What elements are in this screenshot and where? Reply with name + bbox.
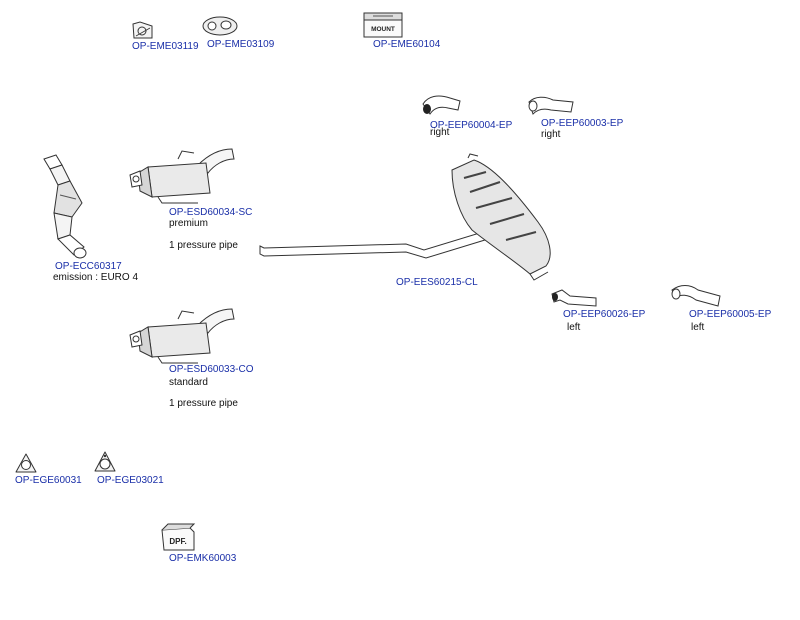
- side-note-eep60003: right: [541, 129, 561, 140]
- mount-box-label: MOUNT: [371, 26, 395, 33]
- variant-note-esd60034: premium: [169, 218, 208, 229]
- part-code-ege03021[interactable]: OP-EGE03021: [97, 475, 164, 486]
- part-code-eep60003[interactable]: OP-EEP60003-EP: [541, 118, 624, 129]
- part-code-ees60215[interactable]: OP-EES60215-CL: [396, 277, 478, 288]
- side-note-eep60004: right: [430, 127, 450, 138]
- part-code-ecc60317[interactable]: OP-ECC60317: [55, 261, 122, 272]
- catalytic-converter-ecc60317-drawing[interactable]: [40, 154, 96, 261]
- rubber-mount-eme03109-drawing[interactable]: [200, 13, 240, 37]
- dpf-filter-esd60033-drawing[interactable]: [128, 305, 236, 367]
- rear-silencer-ees60215-drawing[interactable]: [256, 152, 558, 281]
- pressure-pipe-note-esd60033: 1 pressure pipe: [169, 398, 238, 409]
- part-code-eme03109[interactable]: OP-EME03109: [207, 39, 275, 50]
- gasket-ege03021-drawing[interactable]: [93, 450, 117, 474]
- part-code-eme03119[interactable]: OP-EME03119: [132, 41, 199, 52]
- variant-note-esd60033: standard: [169, 377, 208, 388]
- part-code-eme60104[interactable]: OP-EME60104: [373, 39, 441, 50]
- part-code-eep60005[interactable]: OP-EEP60005-EP: [689, 309, 772, 320]
- mount-kit-eme60104-drawing[interactable]: MOUNT: [363, 12, 403, 38]
- end-pipe-eep60004-drawing[interactable]: [420, 92, 462, 118]
- side-note-eep60005: left: [691, 322, 705, 333]
- part-code-esd60034[interactable]: OP-ESD60034-SC: [169, 207, 253, 218]
- end-pipe-eep60003-drawing[interactable]: [527, 92, 575, 116]
- dpf-box-label: DPF.: [169, 537, 186, 546]
- part-code-ege60031[interactable]: OP-EGE60031: [15, 475, 82, 486]
- side-note-eep60026: left: [567, 322, 581, 333]
- part-code-esd60033[interactable]: OP-ESD60033-CO: [169, 364, 254, 375]
- part-code-eep60004[interactable]: OP-EEP60004-EP: [430, 120, 513, 131]
- pressure-pipe-note-esd60034: 1 pressure pipe: [169, 240, 238, 251]
- rubber-mount-eme03119-drawing[interactable]: [130, 20, 156, 42]
- end-pipe-eep60005-drawing[interactable]: [670, 282, 724, 308]
- part-code-eep60026[interactable]: OP-EEP60026-EP: [563, 309, 646, 320]
- gasket-ege60031-drawing[interactable]: [14, 452, 38, 474]
- emission-note-ecc60317: emission : EURO 4: [53, 272, 139, 283]
- end-pipe-eep60026-drawing[interactable]: [550, 286, 598, 308]
- dpf-kit-emk60003-drawing[interactable]: DPF.: [160, 522, 196, 552]
- dpf-filter-esd60034-drawing[interactable]: [128, 145, 236, 207]
- part-code-emk60003[interactable]: OP-EMK60003: [169, 553, 237, 564]
